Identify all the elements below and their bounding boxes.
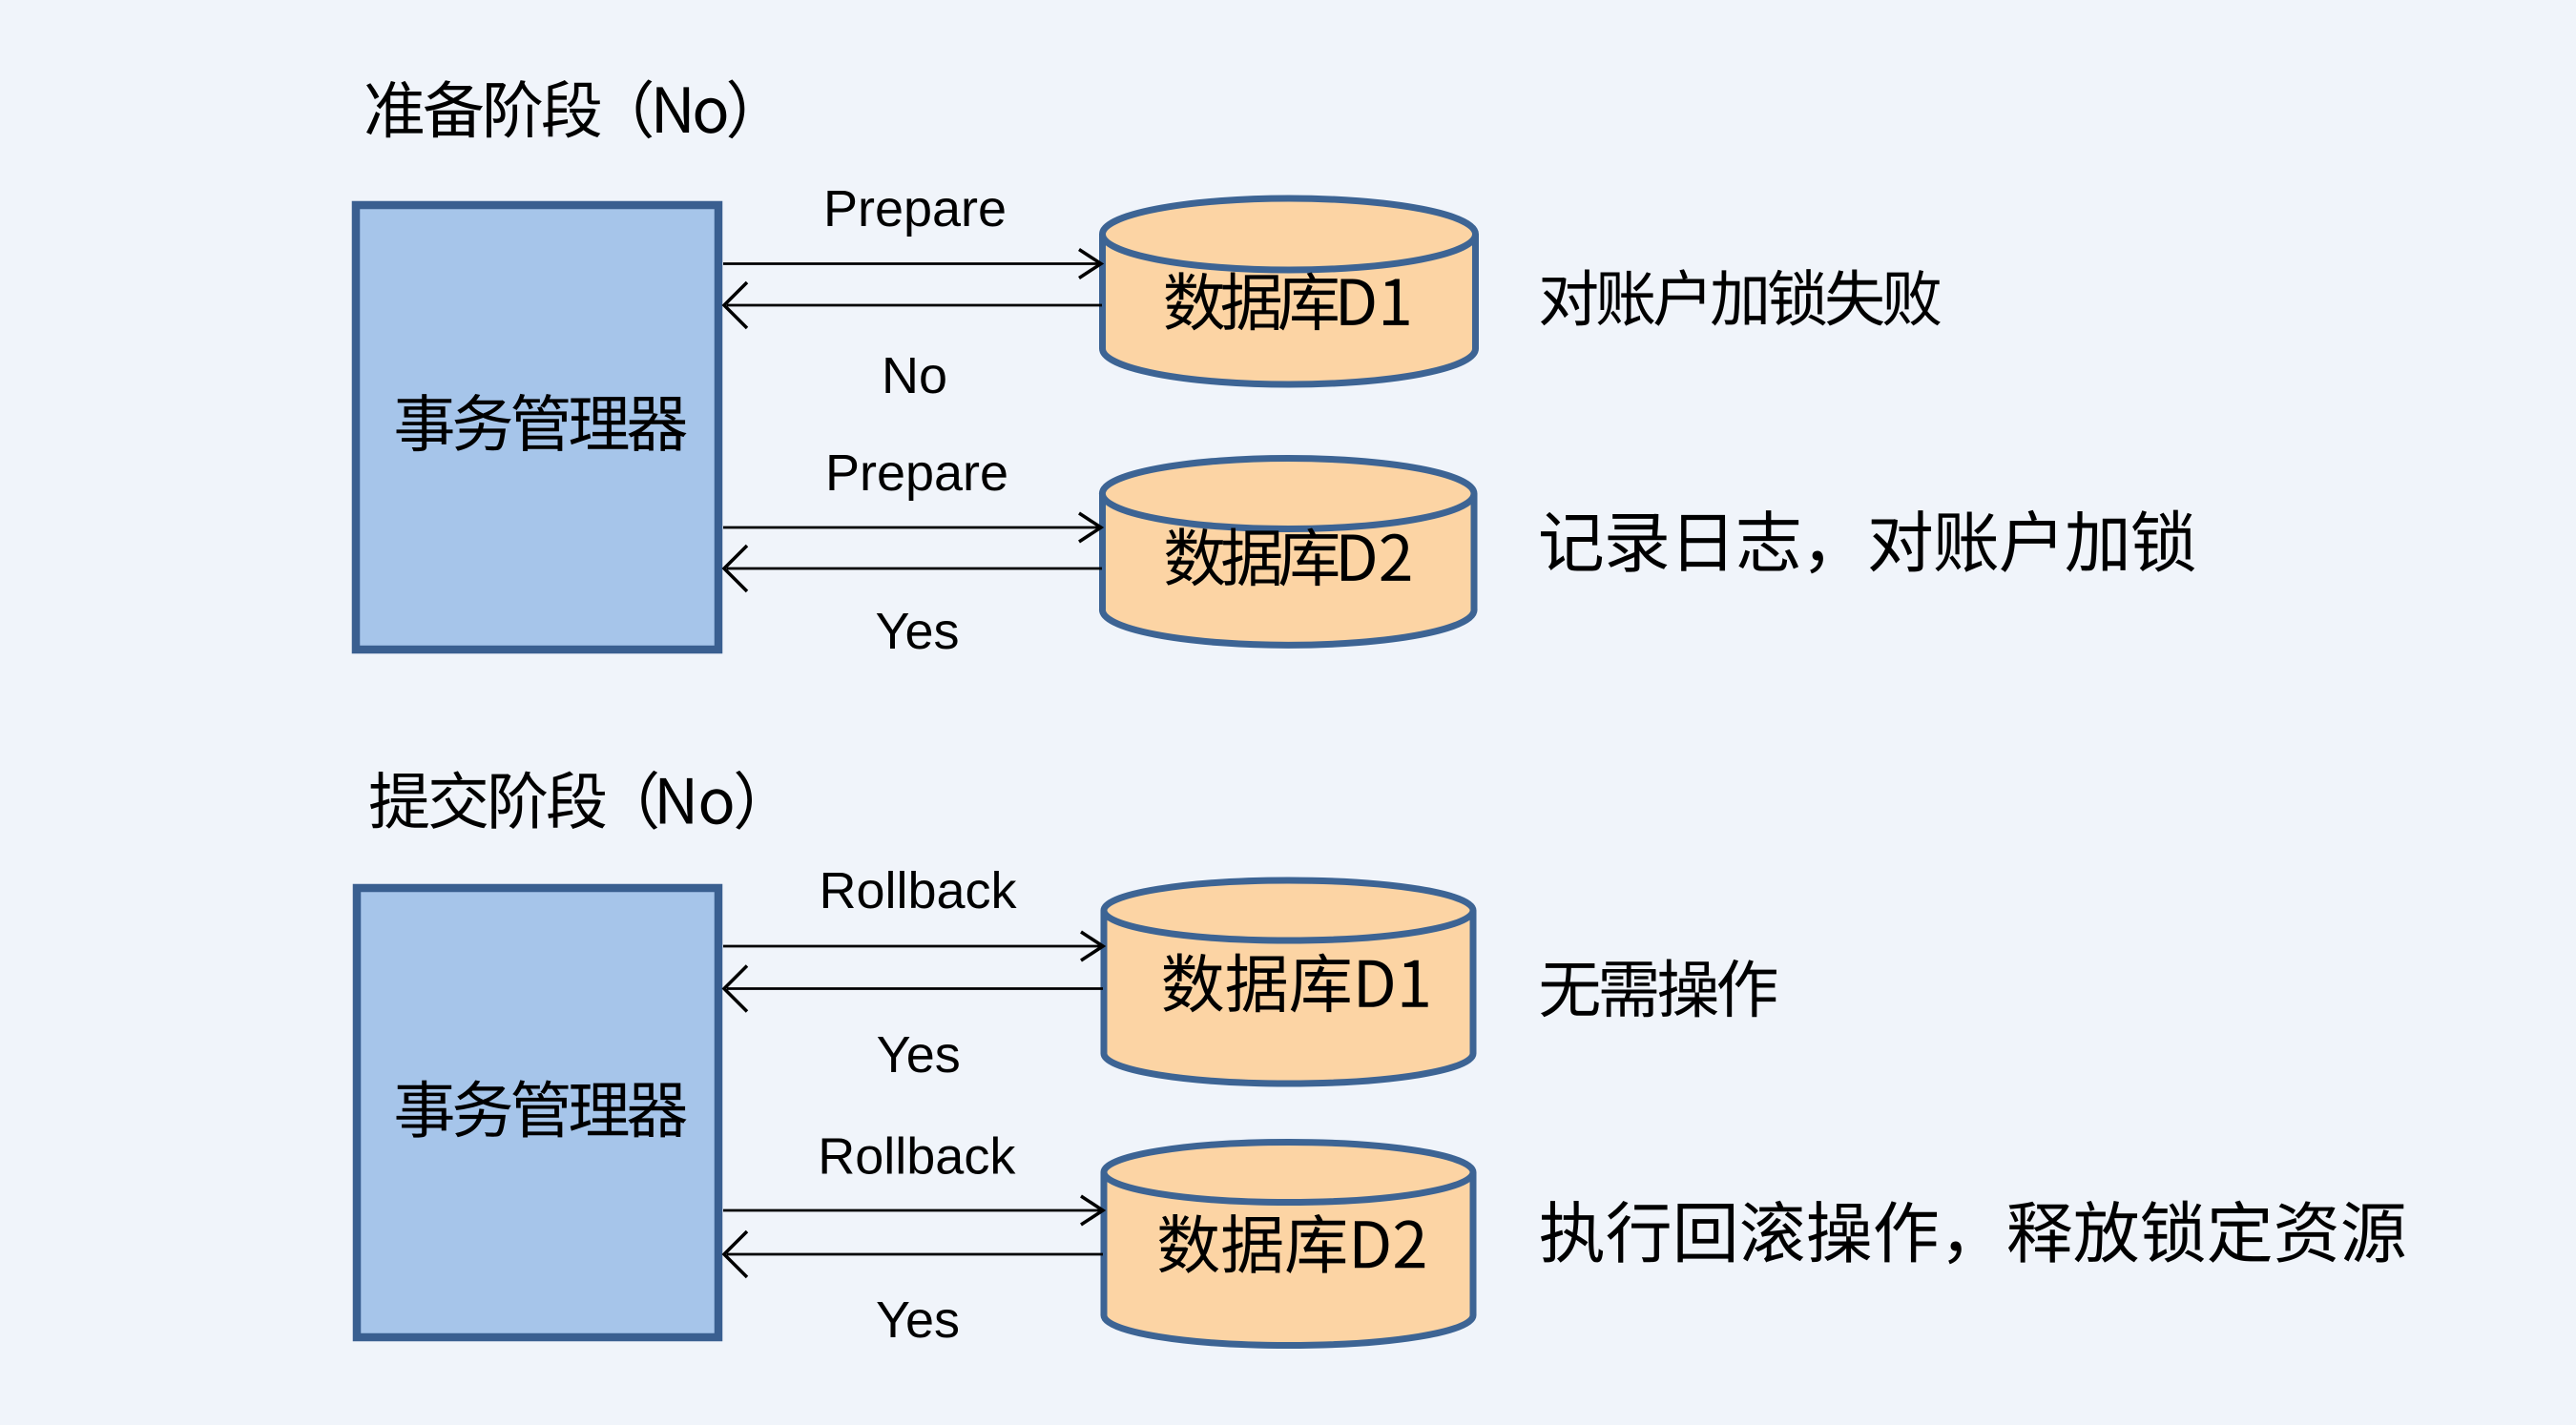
svg-text:Yes: Yes xyxy=(875,603,959,660)
svg-text:Prepare: Prepare xyxy=(823,180,1007,238)
svg-text:Rollback: Rollback xyxy=(818,1127,1016,1185)
svg-text:Rollback: Rollback xyxy=(819,862,1017,919)
svg-text:Prepare: Prepare xyxy=(825,444,1008,502)
svg-text:Yes: Yes xyxy=(876,1291,960,1349)
svg-text:No: No xyxy=(882,347,947,404)
svg-text:Yes: Yes xyxy=(877,1026,961,1084)
